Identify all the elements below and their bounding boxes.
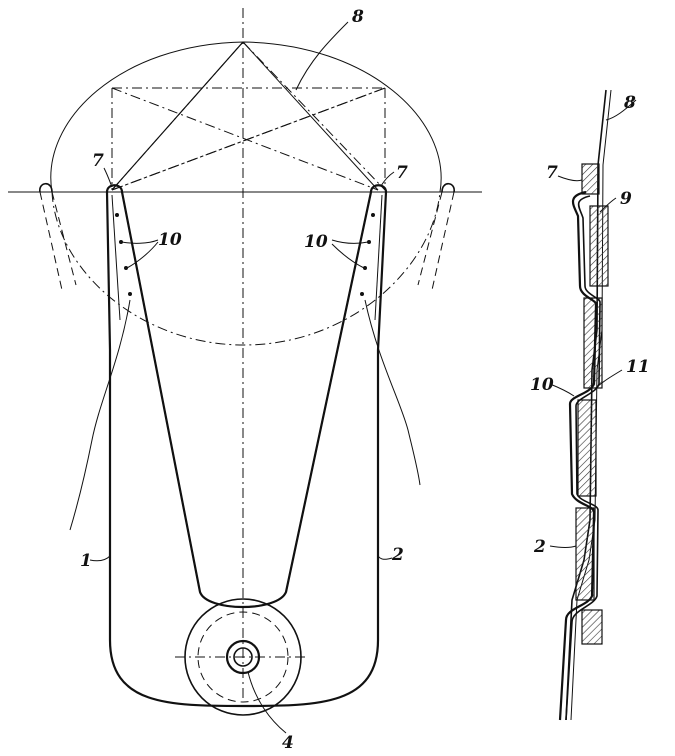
leader-10-right-b	[331, 243, 365, 269]
side-leader-2	[549, 545, 577, 548]
right-fabric-line	[364, 299, 421, 486]
left-jaw-inner	[111, 194, 121, 321]
leader-8	[295, 21, 349, 91]
label-7-left: 7	[92, 151, 104, 171]
side-leader-7	[557, 175, 583, 182]
inner-opening	[121, 191, 372, 608]
side-label-8: 8	[623, 93, 636, 113]
main-figure: 8 7 7 10 10 1 2 4	[8, 7, 482, 753]
hatched-blocks	[575, 163, 609, 645]
hinge-pin-inner	[233, 647, 253, 667]
side-wave-strip-outer	[558, 190, 598, 721]
side-leader-11	[595, 369, 623, 389]
label-1: 1	[80, 551, 92, 571]
leader-7-left	[103, 167, 113, 188]
label-4: 4	[282, 733, 294, 753]
label-10-right: 10	[304, 232, 328, 252]
leader-10-left-a	[121, 239, 159, 244]
left-fabric-line	[69, 299, 131, 531]
side-label-11: 11	[626, 357, 650, 377]
right-alt-rib	[417, 182, 455, 291]
right-dots	[360, 213, 375, 296]
leader-2	[377, 555, 393, 560]
leader-1	[89, 555, 111, 562]
holder-body-outline	[105, 184, 388, 708]
label-2-main: 2	[391, 545, 404, 565]
side-label-10: 10	[530, 375, 554, 395]
leader-10-left-b	[126, 241, 159, 269]
side-leader-8	[605, 99, 637, 121]
label-7-right: 7	[396, 163, 408, 183]
side-label-9: 9	[620, 189, 632, 209]
label-8-main: 8	[351, 7, 364, 27]
side-wave-strip-inner	[565, 195, 601, 721]
side-leader-10	[549, 383, 575, 397]
side-label-2: 2	[533, 537, 546, 557]
side-section-figure: 8 7 9 10 11 2	[530, 89, 650, 721]
leader-4	[247, 671, 287, 734]
construction-lines	[111, 41, 386, 191]
ellipse-solid-upper	[50, 41, 442, 193]
side-leader-9	[599, 197, 617, 213]
ellipse-dashed-lower	[51, 191, 441, 346]
left-dots	[115, 213, 132, 296]
hinge-disc-dashed	[197, 611, 289, 703]
side-label-7: 7	[546, 163, 558, 183]
left-alt-rib	[39, 182, 77, 291]
label-10-left: 10	[158, 230, 182, 250]
leader-10-right-a	[331, 239, 369, 244]
leader-7-right	[380, 171, 395, 187]
right-jaw-inner	[374, 194, 383, 321]
